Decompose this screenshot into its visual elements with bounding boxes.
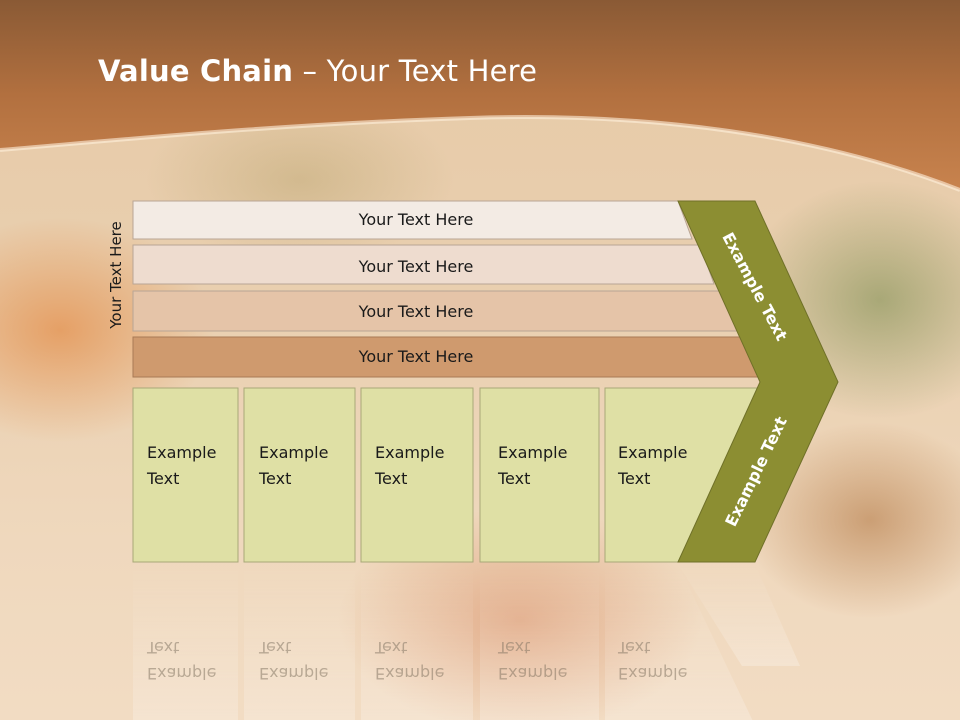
box-1-shape <box>132 387 239 563</box>
reflection-box-5-line2: Text <box>617 638 650 657</box>
reflection-box-1-line2: Text <box>146 638 179 657</box>
reflection-box-5-line1: Example <box>618 664 687 683</box>
reflection-box-5 <box>605 564 753 720</box>
box-5-line2: Text <box>617 469 650 488</box>
box-4-shape <box>479 387 600 563</box>
reflection-box-4 <box>480 564 599 720</box>
box-2-line1: Example <box>259 443 328 462</box>
box-3-line1: Example <box>375 443 444 462</box>
reflection-box-2-line2: Text <box>258 638 291 657</box>
box-3: Example Text <box>360 387 474 563</box>
chevron-shape <box>677 200 839 563</box>
box-1-line2: Text <box>146 469 179 488</box>
box-3-shape <box>360 387 474 563</box>
bar-1: Your Text Here <box>132 200 693 240</box>
box-4-line2: Text <box>497 469 530 488</box>
box-3-line2: Text <box>374 469 407 488</box>
reflection-chevron <box>678 564 800 666</box>
box-5-line1: Example <box>618 443 687 462</box>
box-1: Example Text <box>132 387 239 563</box>
header-band <box>0 0 960 200</box>
box-2: Example Text <box>243 387 356 563</box>
bar-4-label: Your Text Here <box>358 347 474 366</box>
box-2-line2: Text <box>258 469 291 488</box>
title-rest: – Your Text Here <box>293 54 538 88</box>
bar-2-label: Your Text Here <box>358 257 474 276</box>
box-4-line1: Example <box>498 443 567 462</box>
bar-3-label: Your Text Here <box>358 302 474 321</box>
bar-2: Your Text Here <box>132 244 715 285</box>
reflection-box-2 <box>244 564 355 720</box>
bar-3: Your Text Here <box>132 290 739 332</box>
box-1-line1: Example <box>147 443 216 462</box>
page-title: Value Chain – Your Text Here <box>98 54 537 88</box>
reflection-box-3 <box>361 564 473 720</box>
box-2-shape <box>243 387 356 563</box>
reflection-box-3-line1: Example <box>375 664 444 683</box>
reflection-box-1-line1: Example <box>147 664 216 683</box>
bar-4: Your Text Here <box>132 336 763 378</box>
reflection-box-3-line2: Text <box>374 638 407 657</box>
bar-1-label: Your Text Here <box>358 210 474 229</box>
reflection-box-4-line1: Example <box>498 664 567 683</box>
bar-2-shape <box>132 244 715 285</box>
box-4: Example Text <box>479 387 600 563</box>
bar-1-shape <box>132 200 693 240</box>
title-bold: Value Chain <box>98 54 294 88</box>
reflection-box-4-line2: Text <box>497 638 530 657</box>
header-wave <box>0 0 960 192</box>
reflection-box-2-line1: Example <box>259 664 328 683</box>
reflection-box-1 <box>133 564 238 720</box>
